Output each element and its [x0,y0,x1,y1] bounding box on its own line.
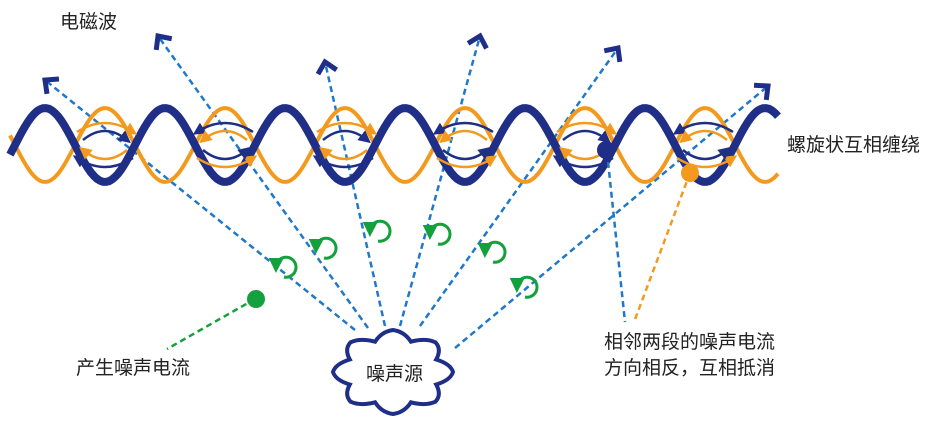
current-arrow [679,129,728,144]
current-arrow [76,121,138,135]
noise-current-leader [166,297,256,351]
current-arrow [442,146,491,161]
current-arrow [199,129,248,144]
current-arrow [72,155,134,169]
current-arrow [82,129,131,144]
current-arrow [202,146,251,161]
current-arrow [312,155,374,169]
cancel-line-1: 相邻两段的噪声电流 [604,331,776,353]
induced-current-swirl [268,255,298,279]
orange-wire [8,106,780,184]
current-arrow [676,155,738,169]
em-ray [454,85,769,349]
em-wave-rays [42,32,771,349]
induced-current-swirl [308,236,338,260]
cancel-line-2: 方向相反，互相抵消 [604,356,776,379]
current-arrow [552,155,614,169]
noise-source-cloud [330,327,456,417]
cancel-leader-blue [605,151,627,323]
cancel-leader-orange [632,172,692,323]
induced-current-swirl [362,219,392,243]
noise-source-label: 噪声源 [366,363,424,385]
em-ray-arrowhead [753,82,771,101]
em-ray-arrowhead [603,45,623,63]
green-dot [247,290,265,308]
em-ray [398,35,482,327]
em-ray [418,47,620,327]
noise-current-label: 产生噪声电流 [76,357,191,379]
current-arrow [436,155,498,169]
current-arrow [682,146,731,161]
induced-current-swirl [422,222,452,246]
current-arrow [439,129,488,144]
blue-dot [597,141,615,159]
current-arrow [562,129,611,144]
em-ray [323,61,387,327]
em-ray-arrowhead [315,58,338,76]
current-arrow [556,121,618,135]
em-wave-label: 电磁波 [60,11,118,33]
induced-current-swirl [509,275,539,299]
current-arrow [319,146,368,161]
cancel-explanation: 相邻两段的噪声电流 方向相反，互相抵消 [604,330,775,381]
em-ray-arrowhead [466,32,489,50]
em-ray-arrowhead [42,76,60,95]
orange-dot [681,164,699,182]
current-arrow [322,129,371,144]
induced-current-swirl [477,240,507,264]
current-arrow [192,121,254,135]
current-arrow [79,146,128,161]
current-arrow [316,121,378,135]
current-arrow [432,121,494,135]
current-direction-arrows [72,121,738,169]
blue-wire [6,104,781,186]
current-arrow [196,155,258,169]
em-ray [44,79,356,331]
current-arrow [672,121,734,135]
induced-current-swirls [268,219,539,299]
twisted-label: 螺旋状互相缠绕 [787,134,921,156]
em-ray-arrowhead [153,33,173,51]
